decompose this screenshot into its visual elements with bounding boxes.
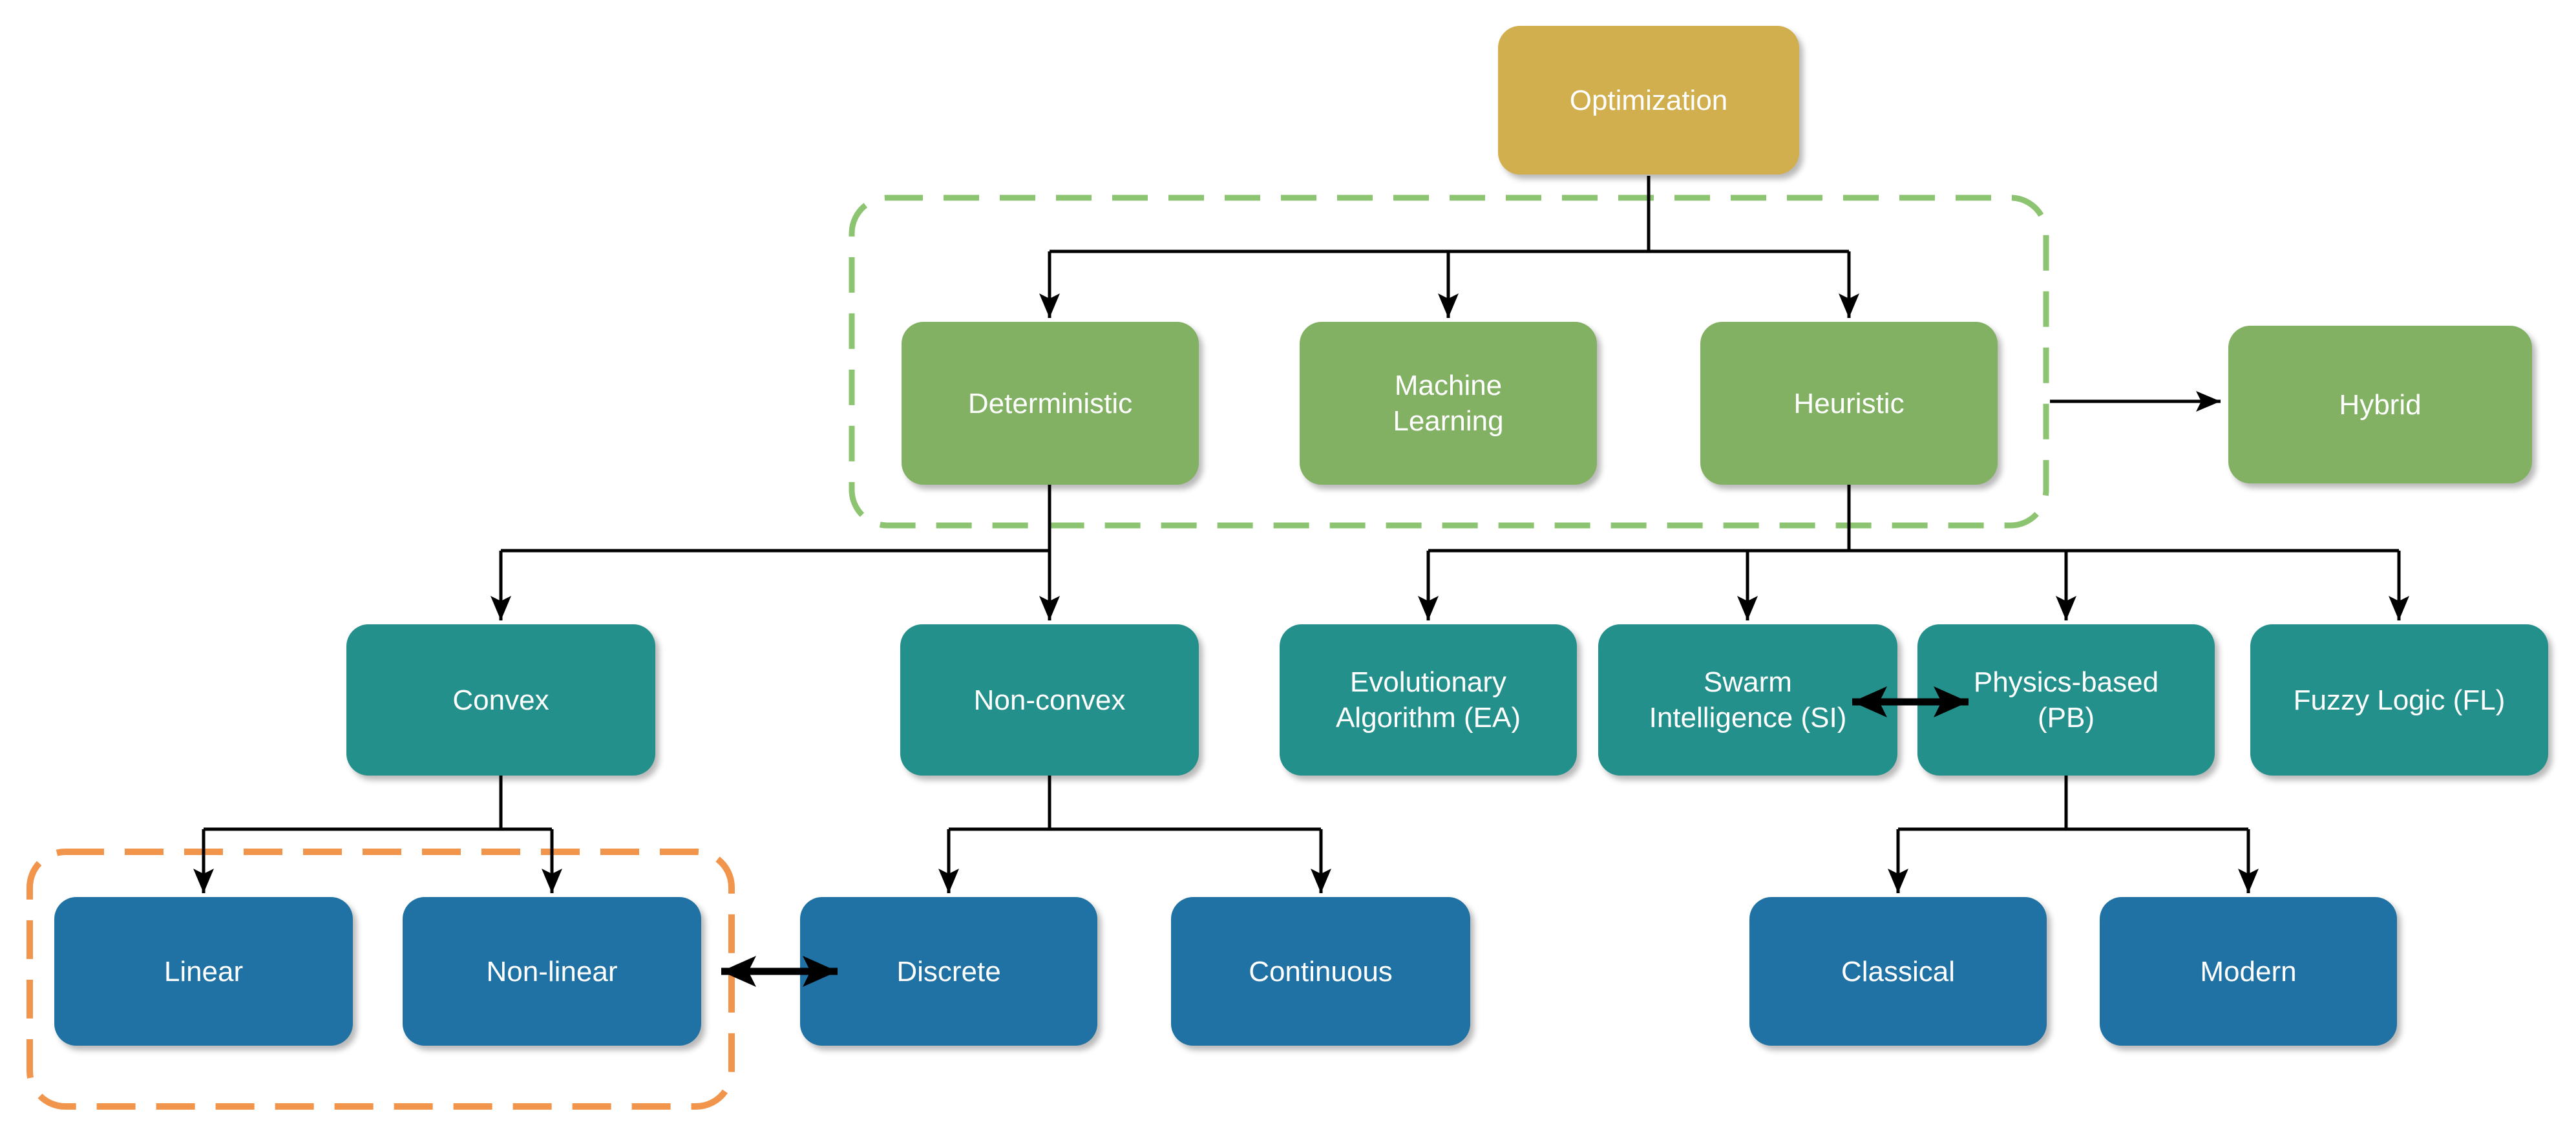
node-hybrid: Hybrid [2228,326,2532,483]
node-discrete-label: Discrete [896,955,1001,988]
node-fuzzy-logic: Fuzzy Logic (FL) [2250,624,2548,776]
node-modern: Modern [2100,897,2397,1046]
node-physics-based-label: Physics-based (PB) [1973,666,2159,734]
node-fuzzy-logic-label: Fuzzy Logic (FL) [2293,684,2506,716]
node-convex-label: Convex [452,684,549,716]
node-machine-learning-label: Machine Learning [1393,370,1504,437]
node-deterministic-label: Deterministic [967,387,1133,419]
node-heuristic-label: Heuristic [1793,387,1905,419]
node-non-convex: Non-convex [900,624,1199,776]
node-physics-based: Physics-based (PB) [1917,624,2215,776]
node-continuous: Continuous [1171,897,1470,1046]
node-continuous-label: Continuous [1249,955,1393,988]
node-non-linear-label: Non-linear [486,955,618,988]
node-swarm-intelligence: Swarm Intelligence (SI) [1598,624,1897,776]
node-swarm-intelligence-label: Swarm Intelligence (SI) [1649,666,1847,734]
node-evolutionary-algorithm: Evolutionary Algorithm (EA) [1280,624,1577,776]
node-non-convex-label: Non-convex [973,684,1126,716]
node-optimization: Optimization [1498,26,1799,174]
node-deterministic: Deterministic [902,322,1199,485]
node-convex: Convex [346,624,655,776]
node-non-linear: Non-linear [403,897,701,1046]
node-optimization-label: Optimization [1569,84,1728,116]
node-modern-label: Modern [2200,955,2297,988]
node-linear-label: Linear [164,955,244,988]
node-heuristic: Heuristic [1700,322,1998,485]
node-classical: Classical [1749,897,2047,1046]
node-machine-learning: Machine Learning [1300,322,1597,485]
node-discrete: Discrete [800,897,1097,1046]
node-linear: Linear [54,897,353,1046]
node-evolutionary-algorithm-label: Evolutionary Algorithm (EA) [1335,666,1521,734]
node-classical-label: Classical [1841,955,1956,988]
node-hybrid-label: Hybrid [2339,388,2422,421]
